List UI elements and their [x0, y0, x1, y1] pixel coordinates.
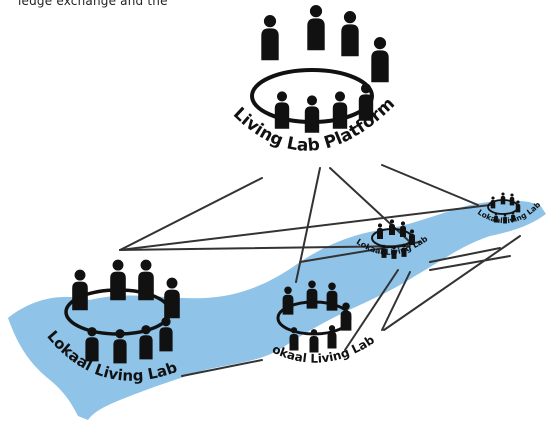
person-icon [391, 245, 397, 259]
person-icon [389, 219, 395, 235]
river-shape [8, 200, 546, 420]
person-icon [261, 15, 279, 61]
top-caption-fragment: ledge exchange and the [18, 0, 168, 8]
person-icon [494, 212, 498, 223]
person-icon [307, 5, 325, 51]
person-icon [304, 95, 320, 133]
person-icon [164, 277, 180, 319]
person-icon [159, 317, 173, 352]
person-icon [509, 193, 515, 206]
connection-lines [119, 164, 521, 377]
person-icon [113, 329, 127, 364]
person-icon [341, 11, 359, 57]
person-icon [358, 83, 374, 121]
person-icon [327, 325, 337, 349]
person-icon [139, 325, 153, 360]
person-icon [274, 91, 290, 129]
person-icon [289, 327, 299, 351]
person-icon [110, 259, 126, 301]
platform-group: Living Lab Platform [229, 5, 399, 156]
platform-people-back [261, 5, 389, 83]
person-icon [500, 192, 506, 205]
person-icon [85, 327, 99, 362]
person-icon [306, 280, 318, 309]
person-icon [371, 37, 389, 83]
person-icon [401, 243, 407, 257]
person-icon [72, 269, 88, 311]
platform-people-front [274, 83, 374, 133]
person-icon [503, 213, 507, 224]
person-icon [332, 91, 348, 129]
person-icon [511, 211, 515, 222]
person-icon [381, 244, 387, 258]
person-icon [309, 329, 319, 353]
